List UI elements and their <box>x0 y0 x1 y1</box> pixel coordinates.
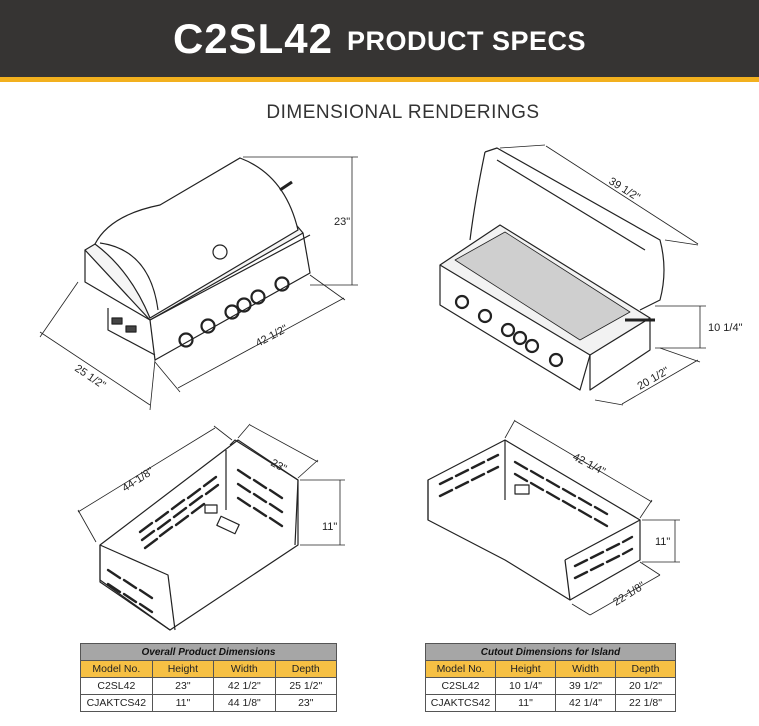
jacket-width-label: 44-1/8" <box>120 465 156 494</box>
table-cell: 10 1/4" <box>495 677 556 695</box>
page-title: C2SL42 PRODUCT SPECS <box>0 0 759 77</box>
cutout-dimension-lines <box>504 419 680 616</box>
cutout-dimensions-table: Cutout Dimensions for Island Model No. H… <box>425 643 676 712</box>
title-suffix: PRODUCT SPECS <box>347 26 587 56</box>
column-header: Model No. <box>425 660 496 678</box>
grill-closed-depth-label: 25 1/2" <box>72 363 107 392</box>
table-cell: CJAKTCS42 <box>80 694 153 712</box>
column-header: Width <box>555 660 616 678</box>
column-header: Depth <box>274 660 338 678</box>
table-cell: 44 1/8" <box>213 694 276 712</box>
table-cell: C2SL42 <box>425 677 496 695</box>
table-cell: C2SL42 <box>80 677 153 695</box>
cutout-width-label: 42-1/4" <box>571 451 608 478</box>
grill-closed-dimension-lines <box>39 156 358 411</box>
table-caption: Overall Product Dimensions <box>80 643 337 661</box>
table-cell: 25 1/2" <box>274 677 338 695</box>
jacket-vents <box>106 468 284 614</box>
column-header: Depth <box>615 660 676 678</box>
table-cell: 20 1/2" <box>615 677 676 695</box>
table-cell: 23" <box>151 677 215 695</box>
table-cell: 42 1/4" <box>555 694 616 712</box>
table-cell: 39 1/2" <box>555 677 616 695</box>
cutout-depth-label: 22-1/8" <box>611 580 647 609</box>
grill-open-width-label: 39 1/2" <box>606 175 642 204</box>
grill-closed-drawing <box>84 157 311 361</box>
cutout-vents <box>438 453 634 580</box>
table-cell: 22 1/8" <box>615 694 676 712</box>
table-cell: 23" <box>274 694 338 712</box>
header-bar <box>0 0 759 77</box>
column-header: Height <box>151 660 215 678</box>
model-name: C2SL42 <box>172 14 334 62</box>
column-header: Width <box>213 660 276 678</box>
header-accent-line <box>0 77 759 82</box>
dimensional-renderings: 23" 42 1/2" 25 1/2" 39 1/2" 10 1/4" 20 1… <box>39 144 743 631</box>
table-cell: 11" <box>151 694 215 712</box>
grill-closed-width-label: 42 1/2" <box>254 323 290 350</box>
grill-open-dimension-lines <box>499 144 706 406</box>
column-header: Model No. <box>80 660 153 678</box>
overall-dimensions-table: Overall Product Dimensions Model No. Hei… <box>80 643 338 712</box>
table-row: C2SL42 23" 42 1/2" 25 1/2" <box>80 677 338 695</box>
grill-closed-height-label: 23" <box>334 216 350 228</box>
table-header-row: Model No. Height Width Depth <box>80 660 338 678</box>
table-row: CJAKTCS42 11" 42 1/4" 22 1/8" <box>425 694 676 712</box>
jacket-dimension-lines <box>77 423 345 546</box>
grill-open-height-label: 10 1/4" <box>708 322 743 334</box>
grill-open-drawing <box>439 147 665 391</box>
table-row: CJAKTCS42 11" 44 1/8" 23" <box>80 694 338 712</box>
cutout-height-label: 11" <box>655 536 670 548</box>
column-header: Height <box>495 660 556 678</box>
table-cell: 11" <box>495 694 556 712</box>
cutout-drawing <box>427 439 641 601</box>
table-header-row: Model No. Height Width Depth <box>425 660 676 678</box>
table-cell: CJAKTCS42 <box>425 694 496 712</box>
table-caption: Cutout Dimensions for Island <box>425 643 676 661</box>
jacket-drawing <box>99 439 299 631</box>
table-cell: 42 1/2" <box>213 677 276 695</box>
table-row: C2SL42 10 1/4" 39 1/2" 20 1/2" <box>425 677 676 695</box>
jacket-height-label: 11" <box>322 521 337 533</box>
section-title: DIMENSIONAL RENDERINGS <box>266 102 540 123</box>
